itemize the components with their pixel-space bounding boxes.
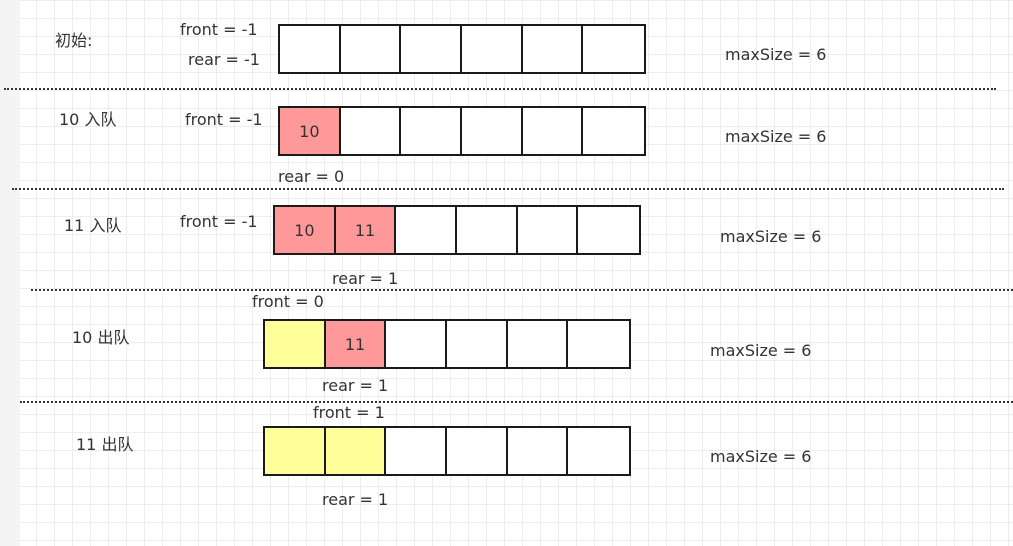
queue-cell xyxy=(447,428,508,474)
max-size-label: maxSize = 6 xyxy=(725,45,827,64)
queue-cell: 10 xyxy=(275,207,336,253)
queue-cell xyxy=(396,207,458,253)
max-size-label: maxSize = 6 xyxy=(710,341,812,360)
queue-cell xyxy=(265,321,326,367)
rear-pointer-label: rear = 1 xyxy=(322,376,389,395)
queue-cell xyxy=(522,108,584,154)
stage-label: 11 出队 xyxy=(76,435,134,454)
queue-cell xyxy=(583,26,645,72)
left-margin-strip xyxy=(0,0,20,546)
front-pointer-label: front = -1 xyxy=(180,212,258,231)
stage-label: 初始: xyxy=(55,31,93,50)
stage-label: 10 出队 xyxy=(72,328,130,347)
queue-array: 11 xyxy=(263,319,631,369)
max-size-label: maxSize = 6 xyxy=(725,127,827,146)
queue-array xyxy=(263,426,631,476)
queue-cell xyxy=(325,428,387,474)
queue-cell xyxy=(457,207,518,253)
queue-cell xyxy=(462,108,523,154)
max-size-label: maxSize = 6 xyxy=(720,227,822,246)
stage-separator xyxy=(4,88,996,90)
queue-array: 10 xyxy=(278,106,646,156)
queue-cell xyxy=(401,108,463,154)
front-pointer-label: front = 0 xyxy=(252,292,324,311)
queue-cell xyxy=(340,108,402,154)
rear-pointer-label: rear = 1 xyxy=(332,269,399,288)
rear-pointer-label: rear = 1 xyxy=(322,490,389,509)
queue-cell xyxy=(340,26,402,72)
queue-cell xyxy=(517,207,579,253)
queue-cell: 10 xyxy=(280,108,341,154)
max-size-label: maxSize = 6 xyxy=(710,447,812,466)
queue-cell xyxy=(568,321,630,367)
queue-cell xyxy=(568,428,630,474)
rear-pointer-label: rear = -1 xyxy=(188,50,260,69)
queue-cell xyxy=(447,321,508,367)
queue-cell xyxy=(507,428,569,474)
rear-pointer-label: rear = 0 xyxy=(278,167,345,186)
stage-separator xyxy=(20,401,1013,403)
front-pointer-label: front = 1 xyxy=(313,403,385,422)
stage-separator xyxy=(31,289,1013,291)
stage-separator xyxy=(12,188,1004,190)
queue-array: 10 11 xyxy=(273,205,641,255)
front-pointer-label: front = -1 xyxy=(185,110,263,129)
queue-cell: 11 xyxy=(335,207,397,253)
queue-cell xyxy=(507,321,569,367)
front-pointer-label: front = -1 xyxy=(180,20,258,39)
queue-cell xyxy=(280,26,341,72)
queue-cell: 11 xyxy=(325,321,387,367)
queue-cell xyxy=(583,108,645,154)
queue-cell xyxy=(386,428,448,474)
queue-cell xyxy=(578,207,640,253)
queue-array xyxy=(278,24,646,74)
queue-cell xyxy=(265,428,326,474)
queue-cell xyxy=(522,26,584,72)
queue-cell xyxy=(462,26,523,72)
queue-cell xyxy=(401,26,463,72)
stage-label: 11 入队 xyxy=(64,216,122,235)
queue-cell xyxy=(386,321,448,367)
stage-label: 10 入队 xyxy=(59,110,117,129)
